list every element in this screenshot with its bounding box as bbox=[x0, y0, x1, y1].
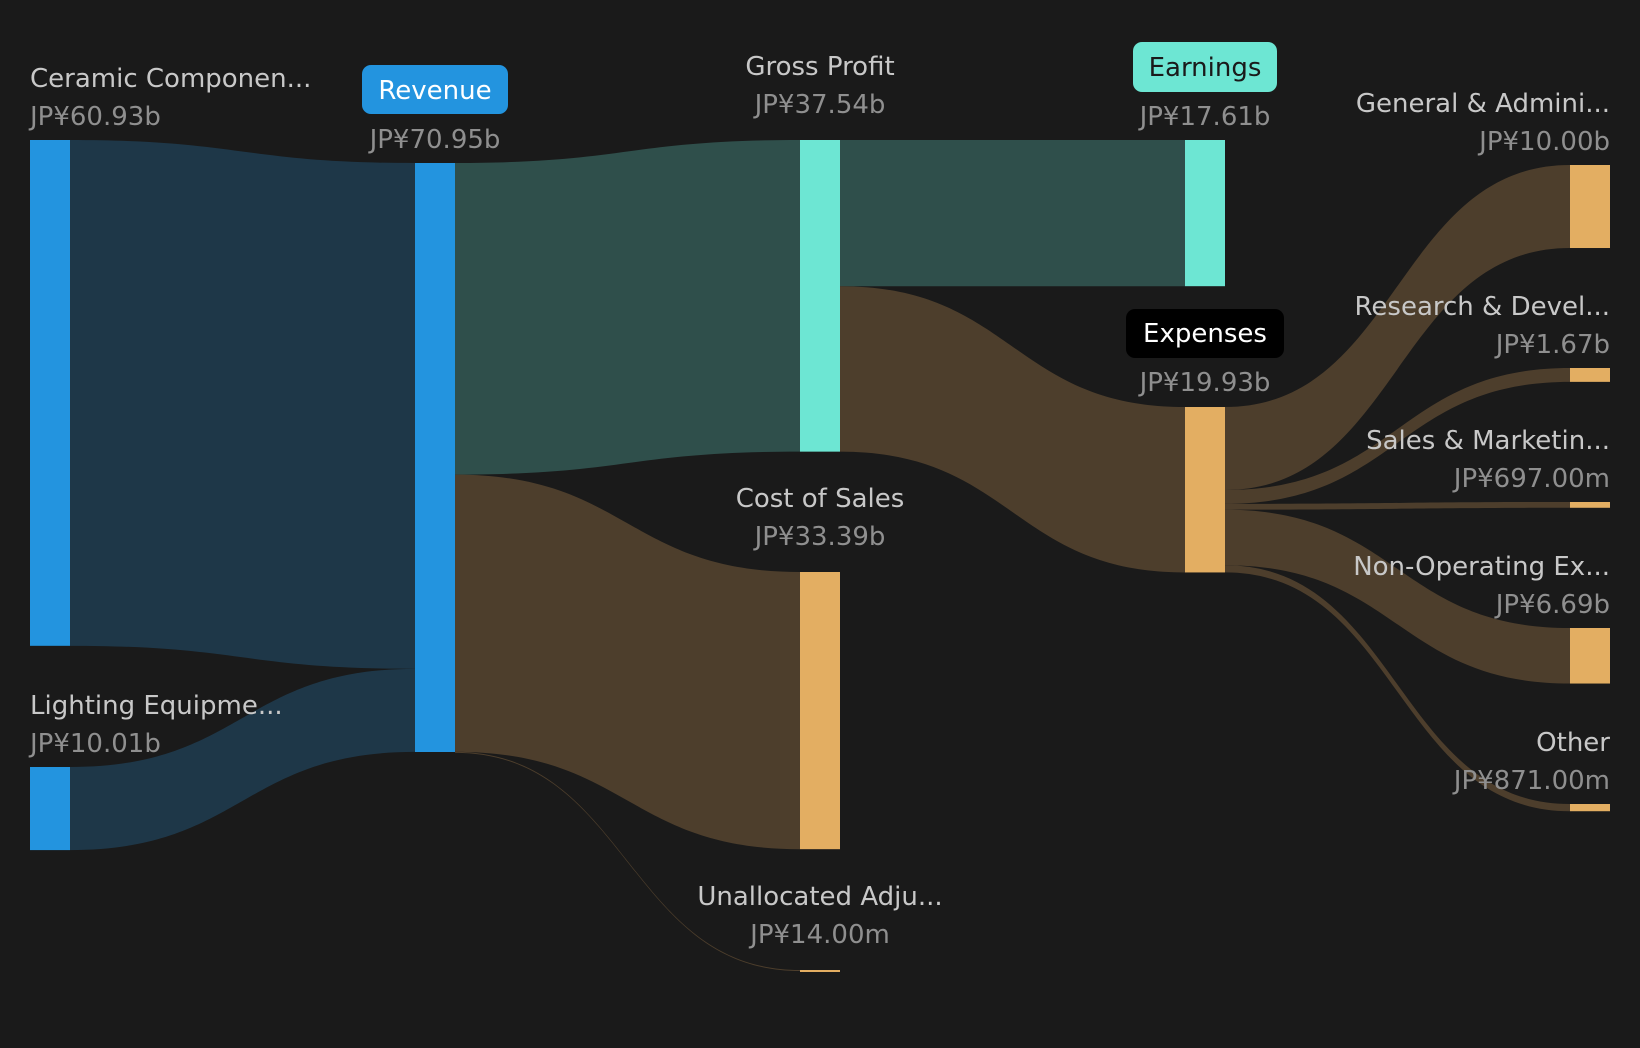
node-label-rd: Research & Devel... bbox=[1355, 292, 1610, 322]
node-bar-other bbox=[1570, 804, 1610, 812]
node-bar-nonop bbox=[1570, 628, 1610, 684]
node-bar-unallocated bbox=[800, 970, 840, 972]
node-label-sm: Sales & Marketin... bbox=[1366, 426, 1610, 456]
link-expenses-to-rd bbox=[1225, 368, 1570, 504]
node-bar-sm bbox=[1570, 502, 1610, 508]
node-value-unallocated: JP¥14.00m bbox=[748, 920, 890, 950]
link-expenses-to-other bbox=[1225, 565, 1570, 812]
earnings-pill bbox=[1133, 42, 1277, 92]
node-value-ga: JP¥10.00b bbox=[1477, 127, 1610, 157]
link-revenue-to-cost_of_sales bbox=[455, 474, 800, 850]
node-label-cost-of-sales: Cost of Sales bbox=[736, 484, 905, 514]
node-value-ceramic: JP¥60.93b bbox=[28, 102, 161, 132]
node-bar-expenses bbox=[1185, 407, 1225, 573]
links-layer bbox=[70, 140, 1570, 971]
node-value-rd: JP¥1.67b bbox=[1494, 330, 1610, 360]
node-bar-revenue bbox=[415, 163, 455, 752]
node-value-cost-of-sales: JP¥33.39b bbox=[753, 522, 886, 552]
node-label-unallocated: Unallocated Adju... bbox=[697, 882, 942, 912]
link-expenses-to-ga bbox=[1225, 165, 1570, 491]
expenses-pill bbox=[1126, 309, 1284, 358]
node-label-revenue: Revenue bbox=[378, 76, 491, 106]
node-value-expenses: JP¥19.93b bbox=[1138, 368, 1271, 398]
link-revenue-to-unallocated bbox=[455, 751, 800, 971]
node-label-ga: General & Admini... bbox=[1356, 89, 1610, 119]
node-label-other: Other bbox=[1536, 728, 1610, 758]
node-bar-ceramic bbox=[30, 140, 70, 646]
node-value-gross-profit: JP¥37.54b bbox=[753, 90, 886, 120]
node-bar-ga bbox=[1570, 165, 1610, 249]
revenue-pill bbox=[362, 65, 508, 114]
nodes-layer bbox=[30, 140, 1610, 972]
node-label-expenses: Expenses bbox=[1143, 319, 1267, 349]
node-label-earnings: Earnings bbox=[1149, 53, 1262, 83]
node-value-revenue: JP¥70.95b bbox=[368, 125, 501, 155]
link-gross_profit-to-expenses bbox=[840, 286, 1185, 573]
node-label-gross-profit: Gross Profit bbox=[745, 52, 894, 82]
node-label-nonop: Non-Operating Ex... bbox=[1353, 552, 1610, 582]
node-bar-rd bbox=[1570, 368, 1610, 382]
link-expenses-to-sm bbox=[1225, 502, 1570, 510]
link-lighting-to-revenue bbox=[70, 668, 415, 851]
node-value-earnings: JP¥17.61b bbox=[1138, 102, 1271, 132]
node-label-lighting: Lighting Equipme... bbox=[30, 691, 283, 721]
node-bar-earnings bbox=[1185, 140, 1225, 287]
link-ceramic-to-revenue bbox=[70, 140, 415, 669]
link-gross_profit-to-earnings bbox=[840, 140, 1185, 287]
node-value-nonop: JP¥6.69b bbox=[1494, 590, 1610, 620]
link-expenses-to-nonop bbox=[1225, 509, 1570, 684]
node-value-other: JP¥871.00m bbox=[1452, 766, 1610, 796]
labels-layer: Ceramic Componen... JP¥60.93b Lighting E… bbox=[28, 42, 1610, 950]
node-label-ceramic: Ceramic Componen... bbox=[30, 64, 311, 94]
node-bar-cost_of_sales bbox=[800, 572, 840, 850]
node-bar-lighting bbox=[30, 767, 70, 851]
node-value-sm: JP¥697.00m bbox=[1452, 464, 1610, 494]
node-value-lighting: JP¥10.01b bbox=[28, 729, 161, 759]
link-revenue-to-gross_profit bbox=[455, 140, 800, 475]
node-bar-gross_profit bbox=[800, 140, 840, 452]
